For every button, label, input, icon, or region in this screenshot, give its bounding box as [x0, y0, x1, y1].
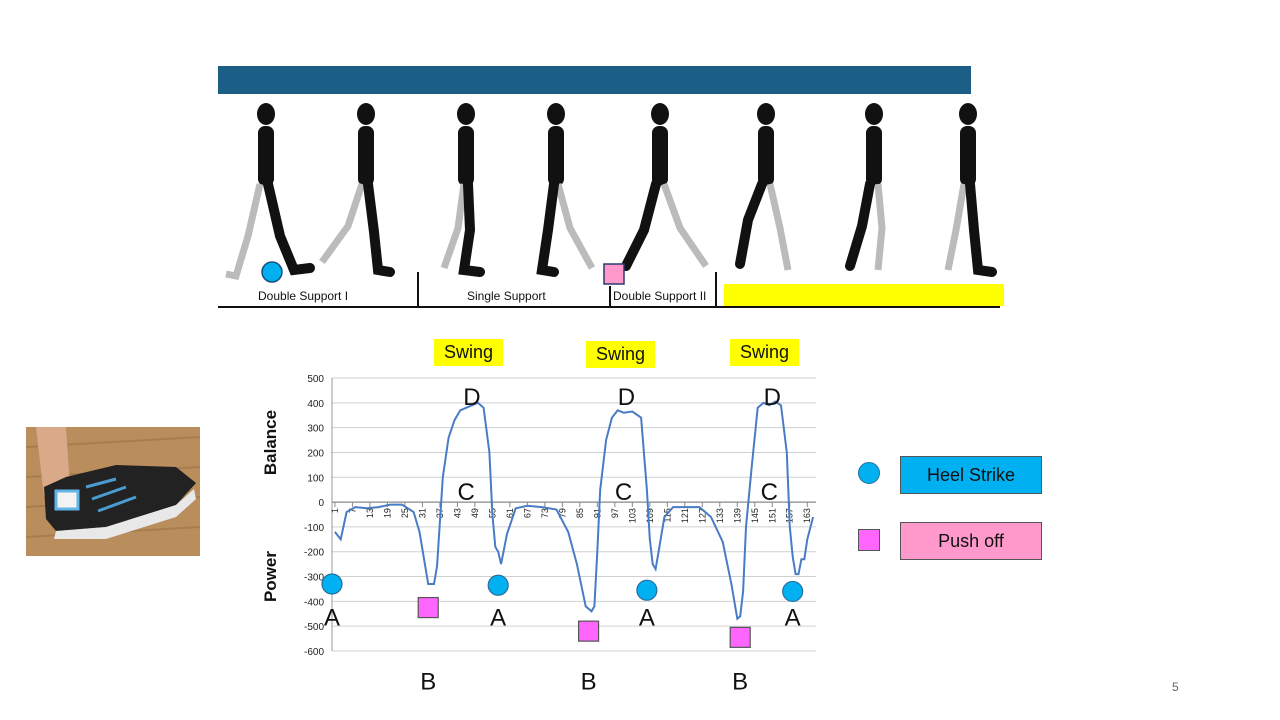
- walker-figure-8: [944, 103, 997, 277]
- x-tick-label: 13: [365, 508, 375, 518]
- x-tick-label: 115: [662, 508, 672, 522]
- swing-label-1: Swing: [434, 339, 504, 366]
- x-tick-label: 109: [645, 508, 655, 523]
- x-tick-label: 85: [575, 508, 585, 518]
- push-off-marker-strip: [603, 263, 625, 285]
- y-tick-label: -400: [304, 597, 324, 608]
- walker-figure-6: [735, 103, 792, 271]
- y-tick-label: 500: [307, 374, 324, 385]
- x-tick-label: 121: [680, 508, 690, 523]
- heel-strike-marker: [321, 573, 343, 595]
- y-tick-label: -200: [304, 548, 324, 559]
- heel-strike-marker: [636, 579, 658, 601]
- push-off-legend-icon: [858, 529, 880, 551]
- x-tick-label: 31: [417, 508, 427, 518]
- y-tick-label: -100: [304, 523, 324, 534]
- swing-phase-highlight: [724, 284, 1004, 306]
- point-label-A: A: [639, 604, 655, 631]
- signal-line: [334, 400, 815, 621]
- y-tick-label: 400: [307, 399, 324, 410]
- x-tick-label: 25: [400, 508, 410, 518]
- walker-figure-4: [536, 103, 596, 277]
- push-off-marker: [577, 620, 600, 642]
- heel-strike-marker: [782, 580, 804, 603]
- walker-figure-5: [621, 103, 709, 271]
- heel-strike-legend: Heel Strike: [900, 456, 1042, 494]
- push-off-marker: [417, 596, 439, 619]
- y-tick-label: 300: [307, 424, 324, 435]
- point-label-A: A: [785, 604, 801, 631]
- x-tick-label: 7: [347, 508, 357, 513]
- x-tick-label: 49: [470, 508, 480, 518]
- chart-canvas: 500 400 300 200 100 0 -100 -200 -300 -400 -500 -600…: [261, 374, 816, 695]
- point-label-A: A: [324, 604, 340, 631]
- point-label-D: D: [463, 384, 480, 411]
- x-tick-label: 67: [522, 508, 532, 518]
- point-label-D: D: [618, 384, 635, 411]
- point-label-C: C: [457, 479, 474, 506]
- x-tick-label: 97: [610, 508, 620, 518]
- y-tick-label: -500: [304, 622, 324, 633]
- push-off-marker: [729, 626, 751, 648]
- x-tick-label: 91: [592, 508, 602, 518]
- x-tick-label: 139: [732, 508, 742, 523]
- phase-label-double-support-2: Double Support II: [613, 289, 707, 303]
- phase-label-double-support-1: Double Support I: [258, 289, 349, 303]
- point-label-A: A: [490, 604, 506, 631]
- walker-figure-7: [845, 103, 886, 271]
- walker-figure-2: [319, 103, 395, 277]
- heel-strike-legend-icon: [858, 462, 880, 484]
- heel-strike-marker-strip: [261, 261, 283, 283]
- walker-figure-1: [225, 103, 315, 281]
- push-off-legend: Push off: [900, 522, 1042, 560]
- walker-figure-3: [440, 103, 485, 277]
- point-label-D: D: [764, 384, 781, 411]
- x-tick-label: 43: [452, 508, 462, 518]
- x-tick-label: 133: [715, 508, 725, 523]
- y-tick-label: 200: [307, 448, 324, 459]
- x-tick-label: 79: [557, 508, 567, 518]
- swing-label-3: Swing: [730, 339, 800, 366]
- y-tick-label: 0: [318, 498, 324, 509]
- x-tick-label: 163: [802, 508, 812, 523]
- y-tick-label: 100: [307, 473, 324, 484]
- x-tick-label: 1: [330, 508, 340, 513]
- point-label-B: B: [732, 668, 748, 695]
- x-tick-label: 19: [382, 508, 392, 518]
- y-tick-label: -300: [304, 573, 324, 584]
- swing-label-2: Swing: [586, 341, 656, 368]
- y-tick-label: -600: [304, 647, 324, 658]
- x-tick-label: 151: [767, 508, 777, 523]
- shoe-sensor-photo: [26, 427, 200, 556]
- axis-label-power: Power: [261, 551, 280, 602]
- gait-illustration: [218, 103, 1000, 308]
- point-label-C: C: [615, 479, 632, 506]
- point-label-C: C: [761, 479, 778, 506]
- x-tick-label: 103: [627, 508, 637, 523]
- gait-signal-chart: Swing Swing Swing 500 400 300 200 100 0 -100 -2…: [250, 335, 830, 695]
- x-tick-label: 127: [697, 508, 707, 523]
- heel-strike-marker: [487, 574, 509, 596]
- x-tick-label: 61: [505, 508, 515, 518]
- point-label-B: B: [581, 668, 597, 695]
- top-banner: [218, 66, 971, 94]
- axis-label-balance: Balance: [261, 410, 280, 475]
- point-label-B: B: [420, 668, 436, 695]
- page-number: 5: [1172, 680, 1179, 694]
- x-tick-label: 145: [750, 508, 760, 523]
- x-tick-label: 73: [540, 508, 550, 518]
- phase-label-single-support: Single Support: [467, 289, 546, 303]
